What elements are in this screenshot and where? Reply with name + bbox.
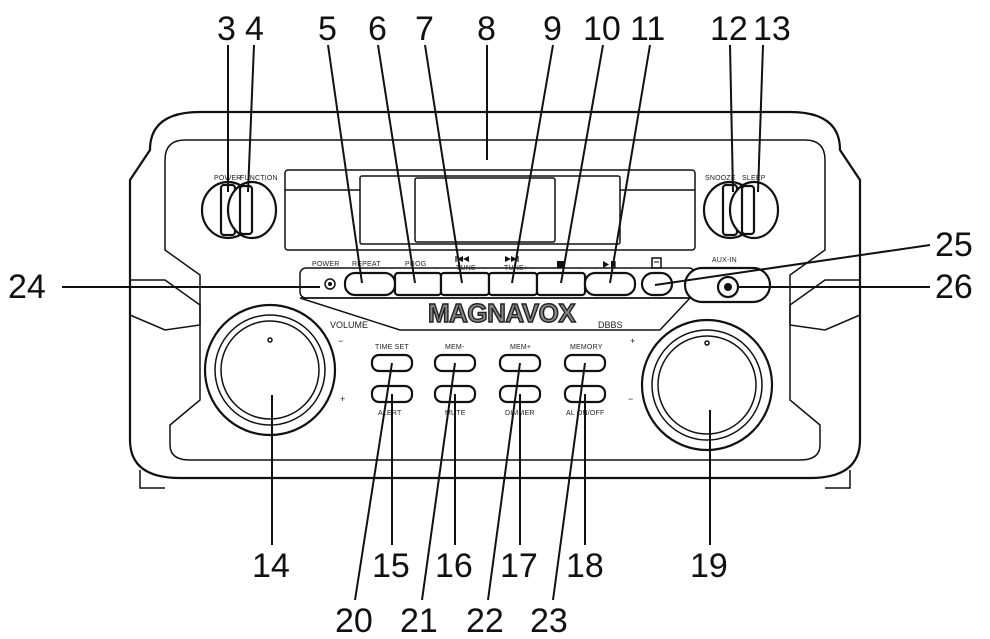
power-led-icon [324, 278, 336, 290]
callout-5: 5 [318, 10, 337, 48]
time-set-label: TIME SET [375, 344, 409, 351]
callout-6: 6 [368, 10, 387, 48]
dbbs-knob[interactable] [640, 318, 774, 452]
prev-sub-label: TUNE- [456, 265, 479, 272]
volume-minus: − [338, 336, 343, 346]
skip-forward-icon [505, 256, 519, 262]
callout-3: 3 [217, 10, 236, 48]
repeat-button[interactable] [343, 271, 397, 297]
mem-minus-label: MEM- [445, 344, 465, 351]
prog-button[interactable] [393, 271, 443, 297]
snooze-label: SNOOZE [705, 175, 736, 182]
callout-14: 14 [252, 547, 290, 585]
sleep-button[interactable] [728, 180, 780, 240]
callout-7: 7 [415, 10, 434, 48]
function-label: FUNCTION [240, 175, 278, 182]
callout-25: 25 [935, 226, 973, 264]
callout-24: 24 [8, 268, 46, 306]
stop-icon [557, 261, 564, 268]
function-switch[interactable] [226, 180, 278, 240]
play-pause-icon [603, 261, 616, 268]
display-window [284, 169, 696, 251]
callout-21: 21 [400, 602, 438, 639]
callout-8: 8 [477, 10, 496, 48]
sleep-label: SLEEP [742, 175, 766, 182]
callout-17: 17 [500, 547, 538, 585]
callout-22: 22 [466, 602, 504, 639]
cd-eject-icon [651, 257, 662, 269]
brand-logo: MAGNAVOX [428, 298, 576, 328]
alert-label: ALERT [378, 410, 402, 417]
callout-16: 16 [435, 547, 473, 585]
callout-numbers: 3 4 5 6 7 8 9 10 11 12 13 24 25 26 14 15… [8, 10, 973, 639]
mem-plus-label: MEM+ [510, 344, 531, 351]
volume-plus: + [340, 394, 345, 404]
callout-18: 18 [566, 547, 604, 585]
memory-label: MEMORY [570, 344, 603, 351]
aux-jack-icon[interactable] [716, 275, 740, 299]
volume-label: VOLUME [330, 320, 368, 330]
repeat-label: REPEAT [352, 261, 381, 268]
dbbs-label: DBBS [598, 320, 623, 330]
stop-button[interactable] [535, 271, 587, 297]
leader-lines [62, 44, 931, 601]
callout-19: 19 [690, 547, 728, 585]
prog-label: PROG [405, 261, 426, 268]
callout-12: 12 [710, 10, 748, 48]
dbbs-minus: − [628, 394, 633, 404]
callout-23: 23 [530, 602, 568, 639]
next-sub-label: TUNE+ [504, 265, 528, 272]
dbbs-plus: + [630, 336, 635, 346]
callout-4: 4 [245, 10, 264, 48]
skip-back-icon [455, 256, 469, 262]
callout-26: 26 [935, 268, 973, 306]
callout-20: 20 [335, 602, 373, 639]
skip-back-button[interactable] [439, 271, 491, 297]
volume-knob[interactable] [203, 303, 337, 437]
play-pause-button[interactable] [583, 271, 637, 297]
callout-11: 11 [630, 10, 665, 48]
callout-15: 15 [372, 547, 410, 585]
power-led-label: POWER [312, 261, 339, 268]
callout-9: 9 [543, 10, 562, 48]
aux-in-label: AUX-IN [712, 257, 737, 264]
callout-13: 13 [753, 10, 791, 48]
callout-10: 10 [583, 10, 621, 48]
